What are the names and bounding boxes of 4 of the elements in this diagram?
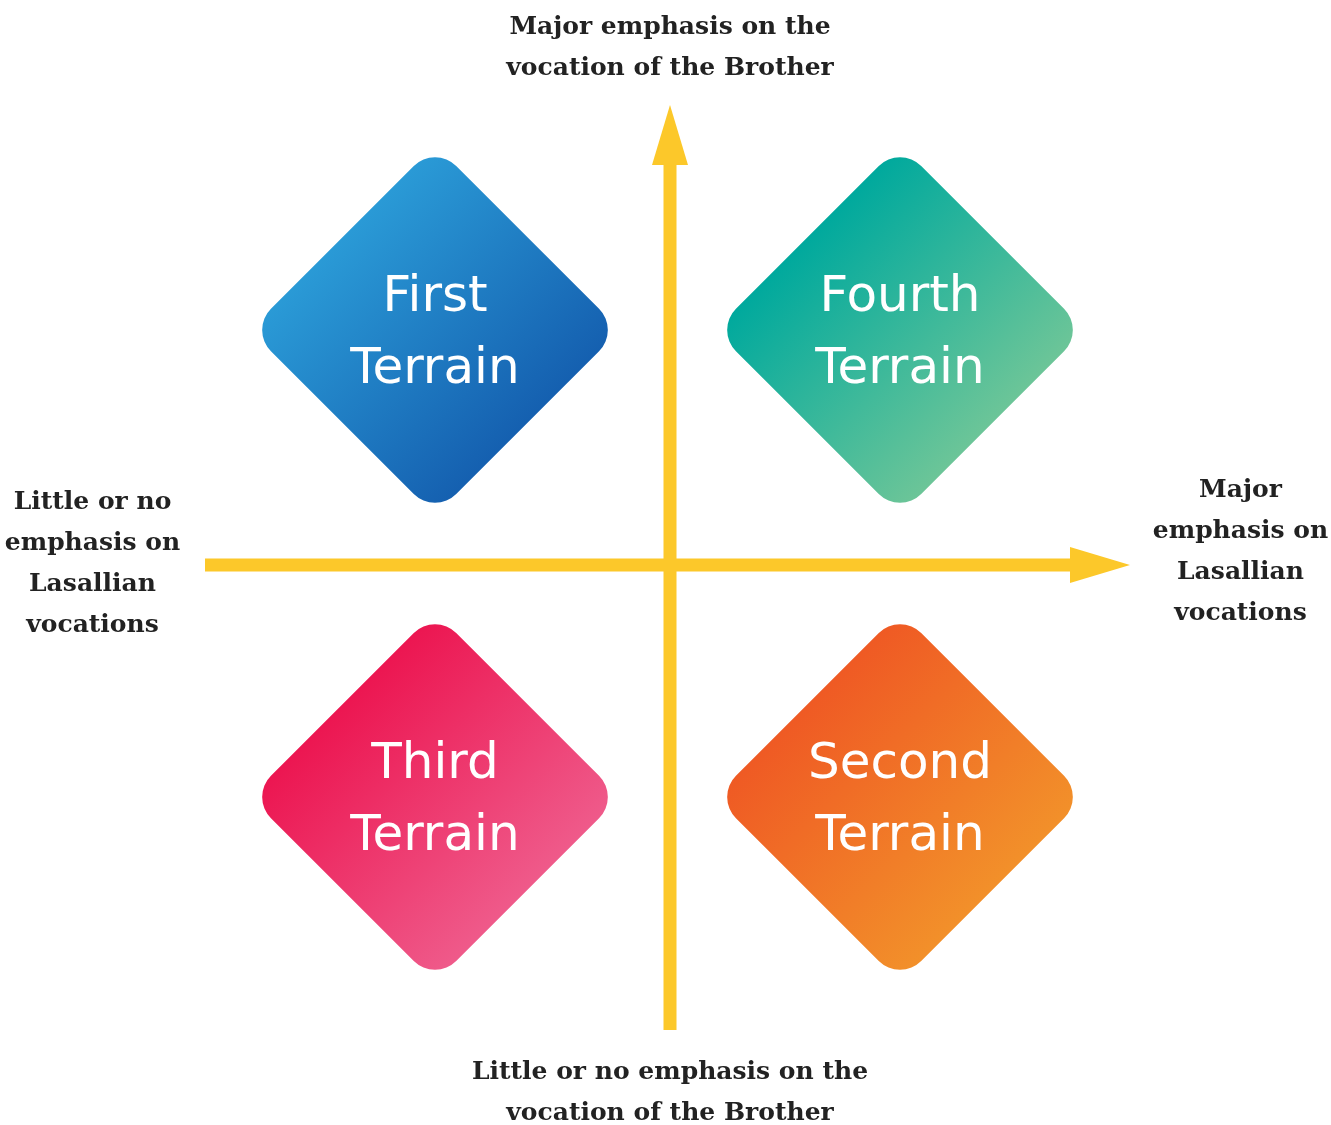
axis-label: Major emphasis on the vocation of the Brother	[504, 10, 835, 83]
axis-label: Little or no emphasis on the vocation of the Brother	[470, 1055, 870, 1125]
axis-label: Major emphasis on Lasallian vocations	[1151, 473, 1330, 628]
axis-label: Little or no emphasis on Lasallian vocations	[3, 485, 182, 640]
